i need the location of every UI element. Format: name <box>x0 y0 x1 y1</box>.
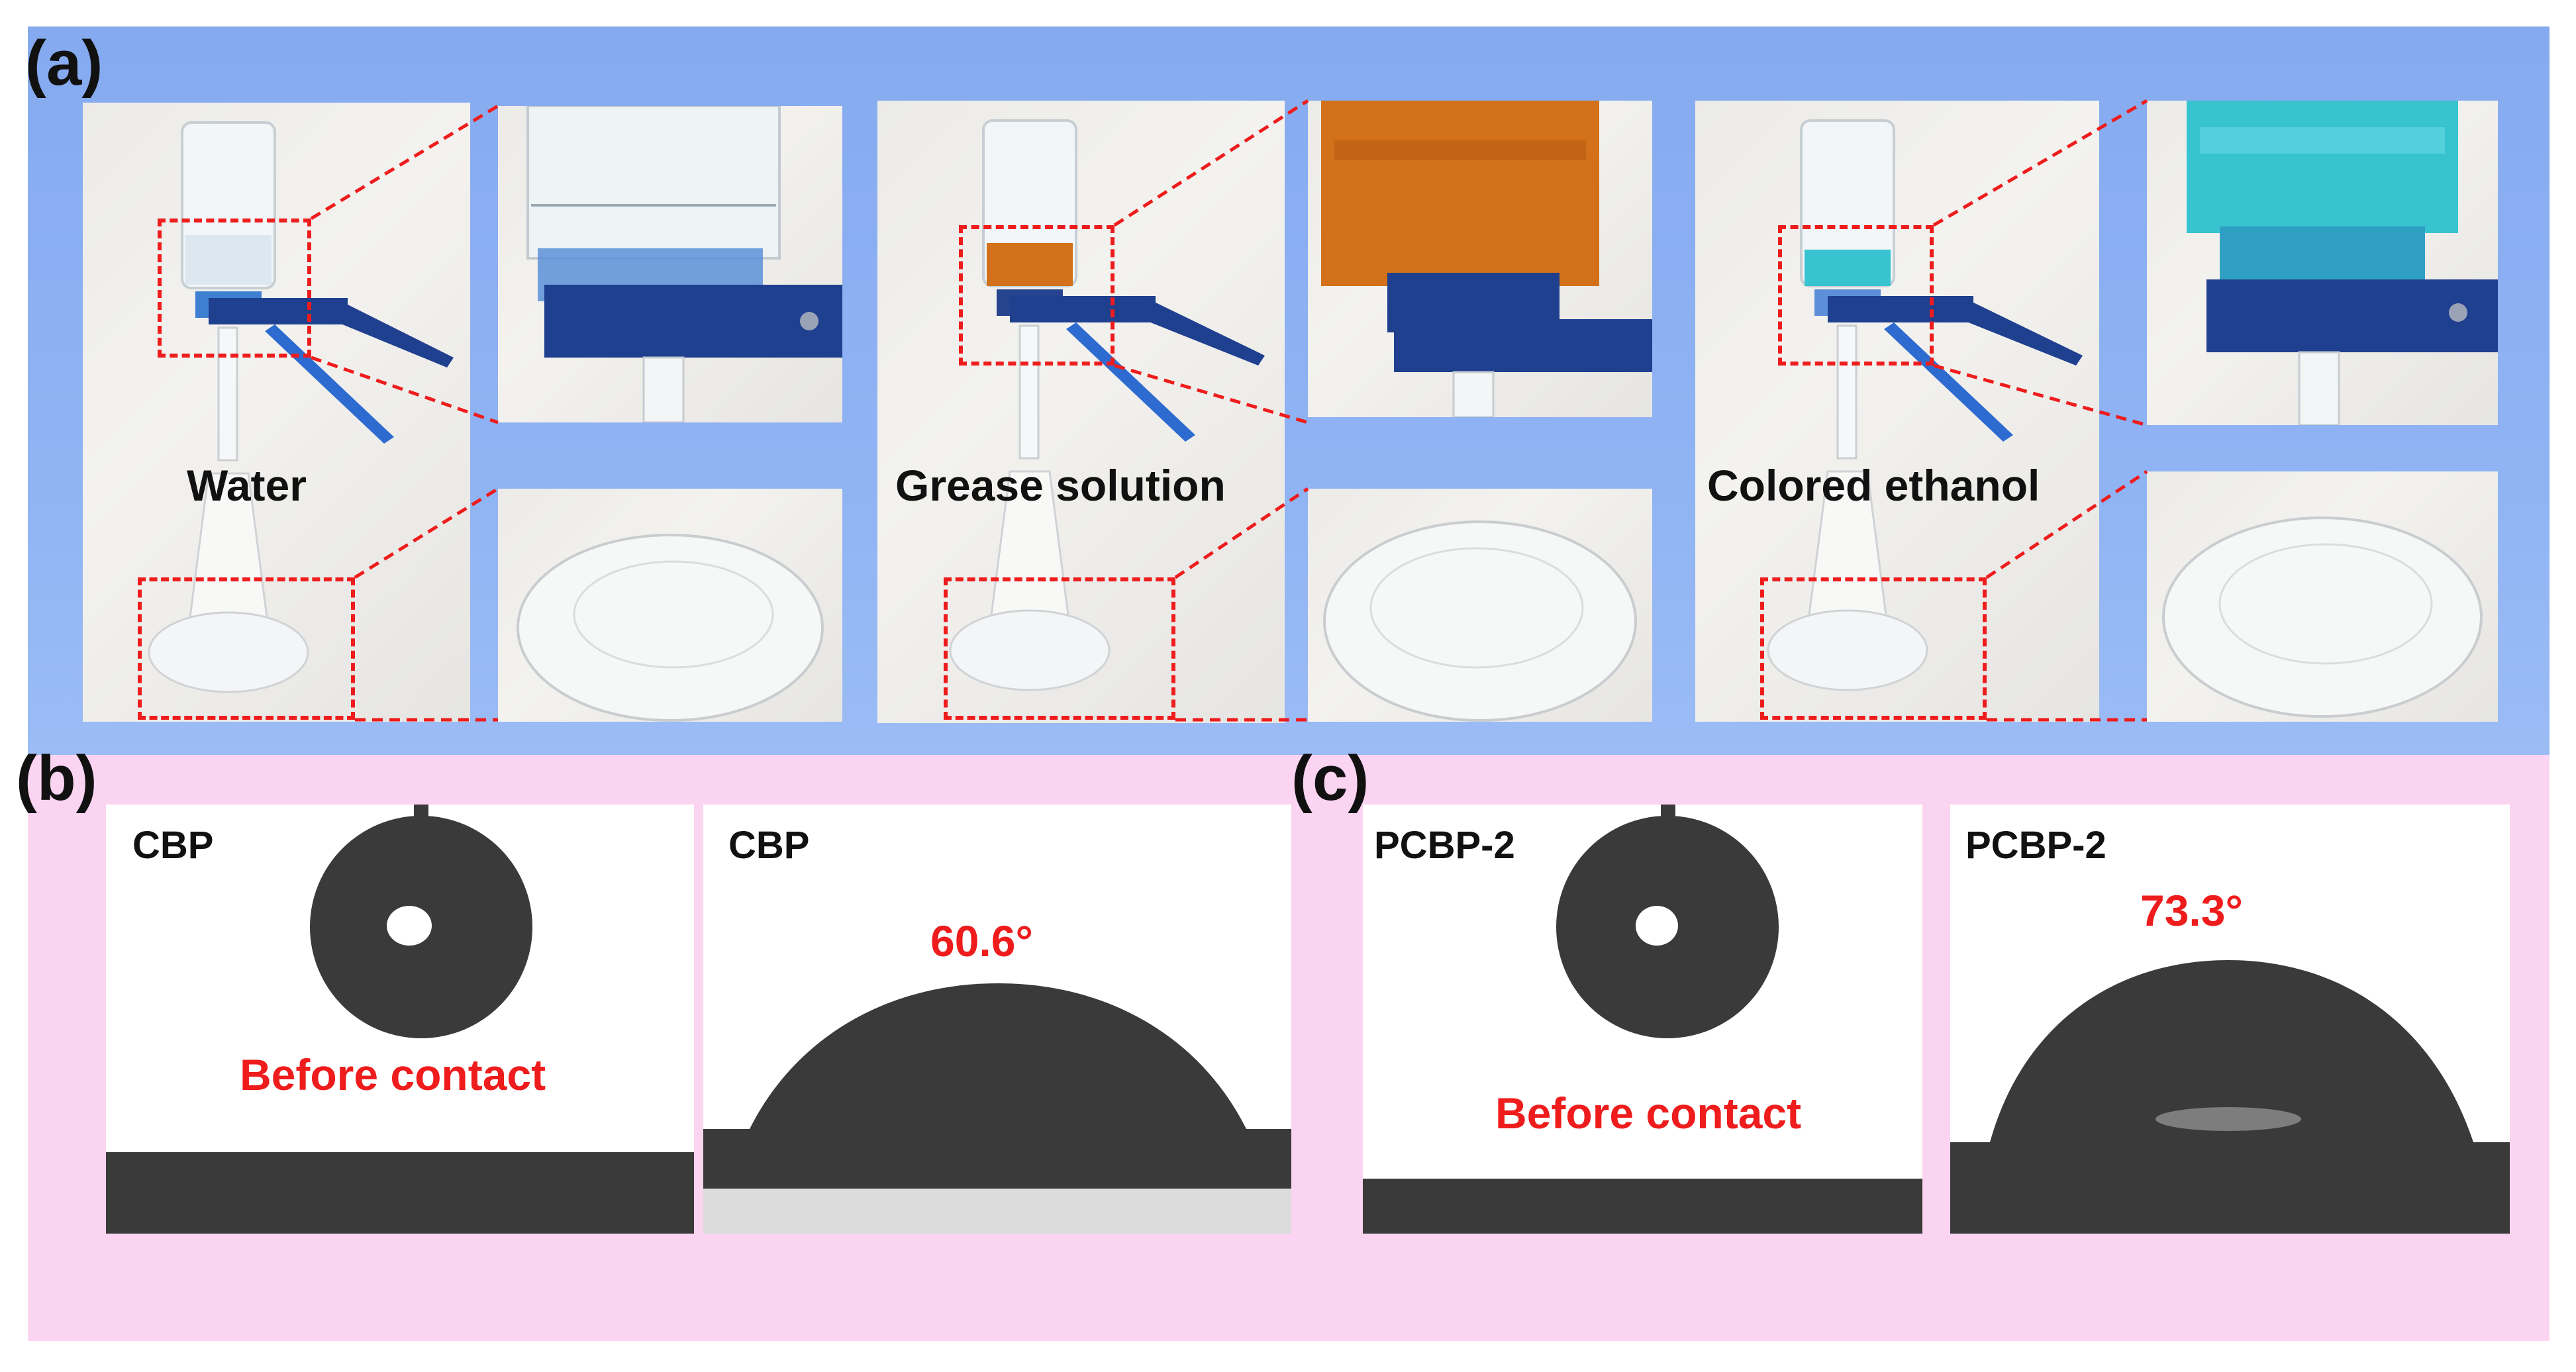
before-contact-note-pcbp2: Before contact <box>1495 1089 1802 1138</box>
contact-angle-cbp: 60.6° <box>930 916 1033 965</box>
wca-image-cbp-before <box>106 805 694 1234</box>
zoom-box-ethanol-bottom <box>1760 577 1987 720</box>
wca-label-pcbp2-before: PCBP-2 <box>1374 824 1515 867</box>
zoom-photo-water-top <box>498 106 842 422</box>
wca-label-cbp-after: CBP <box>728 824 810 867</box>
contact-angle-pcbp2: 73.3° <box>2140 886 2243 935</box>
wca-label-pcbp2-after: PCBP-2 <box>1965 824 2106 867</box>
panel-label-b: (b) <box>16 743 97 814</box>
wca-image-cbp-after <box>703 805 1291 1234</box>
zoom-box-ethanol-top <box>1778 225 1934 366</box>
zoom-photo-grease-top <box>1308 101 1652 417</box>
wca-image-pcbp2-before <box>1363 805 1922 1234</box>
zoom-box-grease-bottom <box>944 577 1175 720</box>
wca-label-cbp-before: CBP <box>132 824 214 867</box>
zoom-box-grease-top <box>959 225 1115 366</box>
zoom-photo-ethanol-bottom <box>2147 471 2498 722</box>
sample-caption-water: Water <box>187 461 307 510</box>
sample-caption-ethanol: Colored ethanol <box>1707 461 2040 510</box>
panel-label-c: (c) <box>1291 743 1369 814</box>
zoom-box-water-top <box>158 219 311 358</box>
zoom-box-water-bottom <box>138 577 355 720</box>
panel-label-a: (a) <box>25 28 103 99</box>
sample-caption-grease: Grease solution <box>895 461 1226 510</box>
zoom-photo-grease-bottom <box>1308 489 1652 722</box>
zoom-photo-water-bottom <box>498 489 842 722</box>
zoom-photo-ethanol-top <box>2147 101 2498 425</box>
wca-image-pcbp2-after <box>1950 805 2510 1234</box>
before-contact-note-cbp: Before contact <box>240 1050 546 1099</box>
